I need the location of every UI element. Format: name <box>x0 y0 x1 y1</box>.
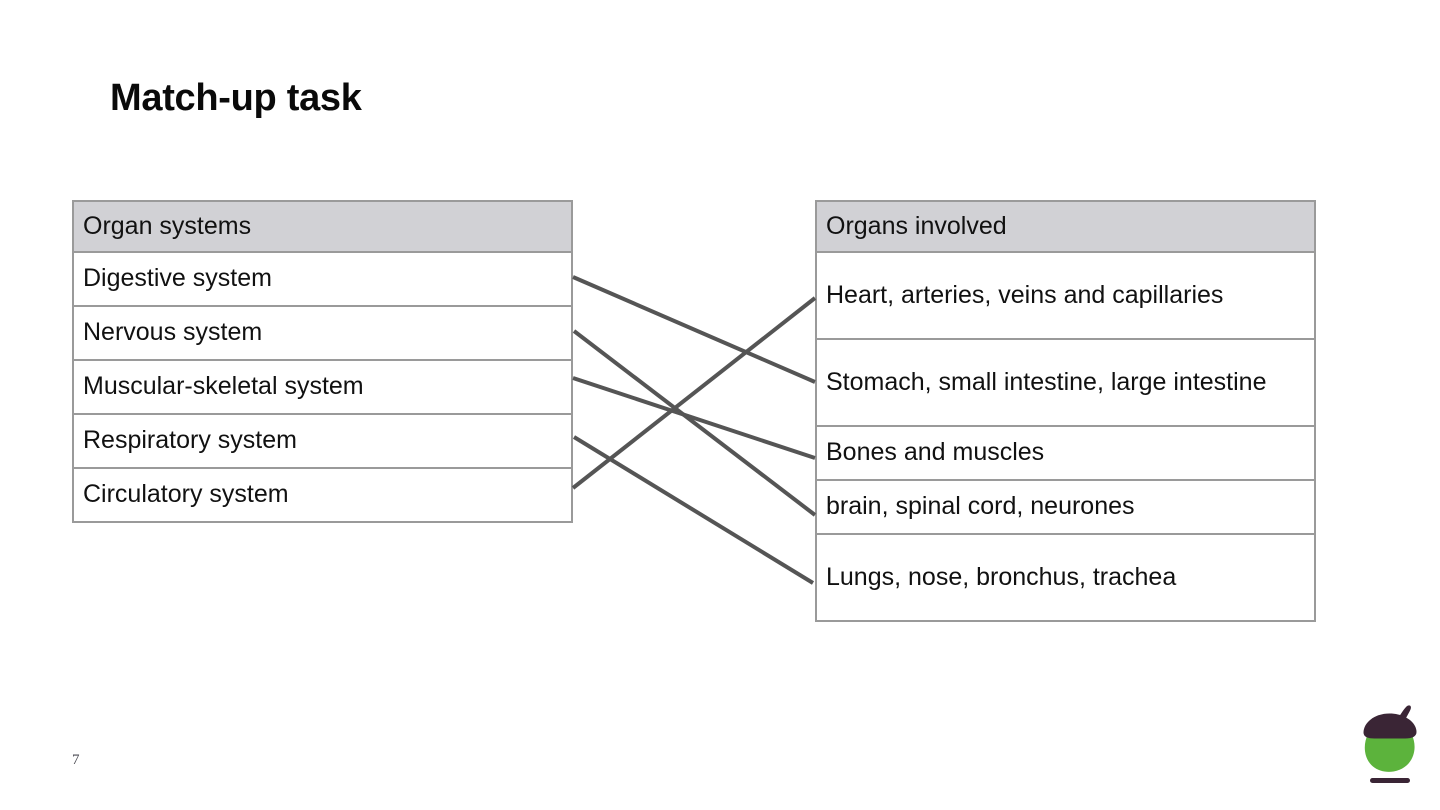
table-row[interactable]: Lungs, nose, bronchus, trachea <box>815 533 1316 622</box>
table-row[interactable]: Circulatory system <box>72 467 573 523</box>
organs-heart-arteries-veins-capillaries[interactable]: Heart, arteries, veins and capillaries <box>815 251 1316 340</box>
connector-line[interactable] <box>572 435 815 585</box>
table-row[interactable]: Nervous system <box>72 305 573 361</box>
organ-system-digestive[interactable]: Digestive system <box>72 251 573 307</box>
acorn-body-icon <box>1364 734 1415 772</box>
table-row[interactable]: Heart, arteries, veins and capillaries <box>815 251 1316 340</box>
organs-lungs-nose-bronchus-trachea[interactable]: Lungs, nose, bronchus, trachea <box>815 533 1316 622</box>
organs-stomach-intestines[interactable]: Stomach, small intestine, large intestin… <box>815 338 1316 427</box>
organ-systems-table: Organ systems Digestive system Nervous s… <box>72 200 573 523</box>
page-title: Match-up task <box>110 77 362 119</box>
organs-involved-header: Organs involved <box>815 200 1316 253</box>
acorn-underline-icon <box>1370 778 1410 783</box>
table-row[interactable]: Bones and muscles <box>815 425 1316 481</box>
organ-system-circulatory[interactable]: Circulatory system <box>72 467 573 523</box>
table-row[interactable]: Muscular-skeletal system <box>72 359 573 415</box>
acorn-logo <box>1363 705 1417 783</box>
organ-system-nervous[interactable]: Nervous system <box>72 305 573 361</box>
organ-system-muscular-skeletal[interactable]: Muscular-skeletal system <box>72 359 573 415</box>
connector-line[interactable] <box>572 376 816 460</box>
table-row[interactable]: Digestive system <box>72 251 573 307</box>
organ-systems-header: Organ systems <box>72 200 573 253</box>
organ-system-respiratory[interactable]: Respiratory system <box>72 413 573 469</box>
page-number: 7 <box>72 752 80 768</box>
table-header-row: Organs involved <box>815 200 1316 253</box>
table-row[interactable]: brain, spinal cord, neurones <box>815 479 1316 535</box>
acorn-cap-icon <box>1363 713 1417 739</box>
table-header-row: Organ systems <box>72 200 573 253</box>
organs-involved-table: Organs involved Heart, arteries, veins a… <box>815 200 1316 622</box>
connector-line[interactable] <box>572 275 816 384</box>
connector-line[interactable] <box>571 296 817 490</box>
table-row[interactable]: Stomach, small intestine, large intestin… <box>815 338 1316 427</box>
organs-brain-spinal-cord-neurones[interactable]: brain, spinal cord, neurones <box>815 479 1316 535</box>
table-row[interactable]: Respiratory system <box>72 413 573 469</box>
organs-bones-and-muscles[interactable]: Bones and muscles <box>815 425 1316 481</box>
connector-line[interactable] <box>572 329 817 517</box>
